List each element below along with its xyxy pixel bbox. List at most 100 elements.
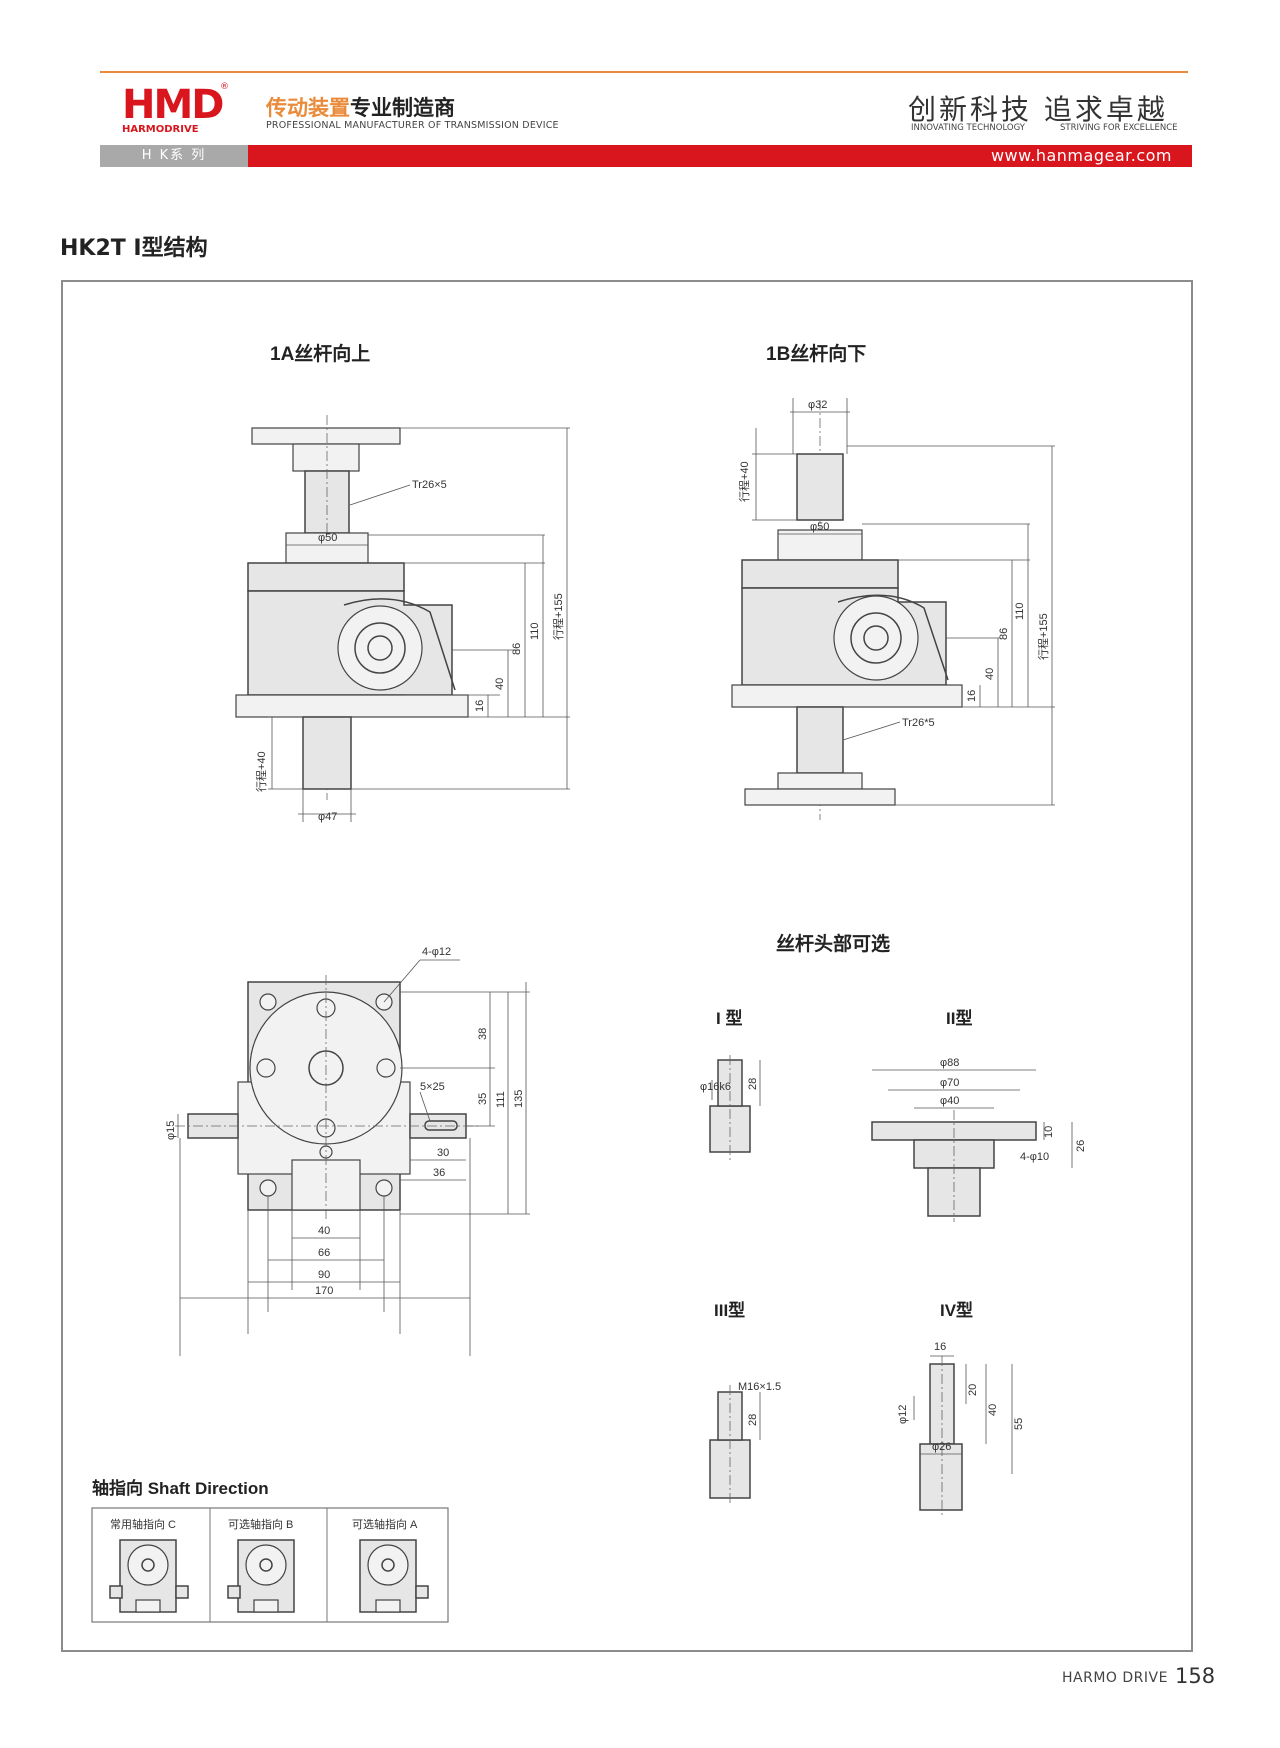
dim-16-label: 16: [474, 700, 486, 712]
website-url[interactable]: www.hanmagear.com: [990, 146, 1172, 165]
screw-lower: [796, 706, 844, 774]
nut: [777, 529, 863, 561]
motto-cn: 创新科技 追求卓越: [908, 93, 1168, 126]
dim-40-label: 40: [318, 1225, 330, 1237]
dim-40-label: 40: [984, 668, 996, 680]
worm-bore: [863, 625, 889, 651]
dim-36-label: 36: [433, 1167, 445, 1179]
dia-50-label: φ50: [318, 532, 337, 544]
view-1a: 1A丝杆向上 φ47 φ50 Tr26×5 行程+40: [235, 342, 570, 823]
top-plate: [251, 427, 401, 445]
screw-top: [796, 453, 844, 521]
key-slot: [424, 1120, 458, 1131]
shaft-dia-label: φ15: [165, 1121, 177, 1140]
dim-110-label: 110: [529, 622, 541, 640]
top-view: 4-φ12 5×25 φ15 38 35 111 135 30 36 40 66…: [165, 946, 530, 1356]
section-title: HK2T I型结构: [60, 236, 208, 261]
mount-hole: [375, 1179, 393, 1197]
dim-16-label: 16: [966, 690, 978, 702]
thread-label: Tr26*5: [902, 717, 935, 729]
type4-h20-label: 20: [967, 1384, 979, 1396]
housing-top: [741, 559, 899, 589]
type2-h26-label: 26: [1075, 1140, 1087, 1152]
type2-label: II型: [946, 1008, 972, 1028]
type2-h10-label: 10: [1043, 1126, 1055, 1138]
view-1a-title: 1A丝杆向上: [270, 342, 370, 365]
dim-170-label: 170: [315, 1285, 333, 1297]
type2-d88-label: φ88: [940, 1057, 959, 1069]
shaft-direction-b: 可选轴指向 B: [228, 1517, 293, 1531]
housing-base: [235, 694, 469, 718]
mount-hole: [259, 1179, 277, 1197]
type4-label: IV型: [940, 1300, 973, 1320]
screw-end-options: 丝杆头部可选 I 型 φ16k6 28 II型 φ88 φ70 φ40 10 2…: [700, 932, 1087, 1516]
type1-label: I 型: [716, 1008, 742, 1028]
worm-flange: [833, 595, 919, 681]
header-red-bar: www.hanmagear.com: [248, 145, 1192, 167]
base-block: [291, 1159, 361, 1211]
registered-mark: ®: [220, 82, 229, 92]
company-logo: HMD ® HARMODRIVE: [122, 82, 229, 136]
view-1b: 1B丝杆向下 φ32 行程+40 φ50 Tr26*5: [731, 342, 1055, 820]
dim-111-label: 111: [495, 1091, 507, 1108]
type4-w16-label: 16: [934, 1341, 946, 1353]
dia-47-label: φ47: [318, 811, 337, 823]
holes-label: 4-φ12: [422, 946, 451, 958]
mini-drawing-b: [227, 1539, 295, 1613]
bolt-hole: [256, 1058, 276, 1078]
dim-40-label: 40: [494, 678, 506, 690]
worm-ring: [354, 622, 406, 674]
bolt-hole: [376, 1058, 396, 1078]
dia-32-label: φ32: [808, 399, 827, 411]
shaft-direction-a: 可选轴指向 A: [352, 1517, 418, 1531]
type4-dia-label: φ12: [897, 1405, 909, 1424]
key-label: 5×25: [420, 1081, 445, 1093]
screw-lower: [302, 716, 352, 790]
dim-66-label: 66: [318, 1247, 330, 1259]
bottom-plate: [744, 788, 896, 806]
mini-drawing-a: [359, 1539, 429, 1613]
shaft-direction-c: 常用轴指向 C: [110, 1517, 176, 1531]
tagline-cn-part2: 专业制造商: [350, 96, 455, 120]
type3-len-label: 28: [747, 1414, 759, 1426]
lower-boss: [777, 772, 863, 790]
nut: [285, 532, 369, 564]
worm-casing-edge: [837, 594, 949, 681]
logo-brand: HARMODRIVE: [122, 124, 199, 135]
motto-en-1: INNOVATING TECHNOLOGY: [911, 123, 1025, 133]
stroke-40-label: 行程+40: [255, 751, 268, 792]
dim-86-label: 86: [998, 628, 1010, 640]
dia-50-label: φ50: [810, 521, 829, 533]
type3-label: III型: [714, 1300, 745, 1320]
type2-hub: [913, 1139, 995, 1169]
worm-bore: [367, 635, 393, 661]
drawing-frame: [61, 280, 1193, 1652]
shaft-direction: 轴指向 Shaft Direction 常用轴指向 C 可选轴指向 B 可选轴指…: [91, 1478, 449, 1623]
type1-len-label: 28: [747, 1078, 759, 1090]
dim-86-label: 86: [511, 643, 523, 655]
dim-110-label: 110: [1014, 602, 1026, 620]
dim-90-label: 90: [318, 1269, 330, 1281]
motto-en-2: STRIVING FOR EXCELLENCE: [1060, 123, 1178, 133]
page-number: 158: [1175, 1664, 1216, 1688]
series-label: H K系 列: [100, 145, 248, 167]
housing-top: [247, 562, 405, 592]
worm-ring: [850, 612, 902, 664]
screw-ends-title: 丝杆头部可选: [776, 932, 890, 955]
worm-flange: [337, 605, 423, 691]
dim-38-label: 38: [477, 1028, 489, 1040]
stroke-40-label: 行程+40: [738, 461, 751, 502]
mount-hole: [259, 993, 277, 1011]
worm-casing-edge: [343, 598, 456, 691]
type2-d70-label: φ70: [940, 1077, 959, 1089]
shaft-direction-title: 轴指向 Shaft Direction: [92, 1478, 269, 1498]
type4-shank: [919, 1443, 963, 1511]
type3-thread-label: M16×1.5: [738, 1381, 781, 1393]
type2-holes-label: 4-φ10: [1020, 1151, 1049, 1163]
dim-total-label: 行程+155: [1037, 613, 1050, 660]
dim-total-label: 行程+155: [552, 593, 565, 640]
footer-brand: HARMO DRIVE: [1062, 1670, 1168, 1686]
tagline-en: PROFESSIONAL MANUFACTURER OF TRANSMISSIO…: [266, 120, 559, 131]
type4-h55-label: 55: [1013, 1418, 1025, 1430]
